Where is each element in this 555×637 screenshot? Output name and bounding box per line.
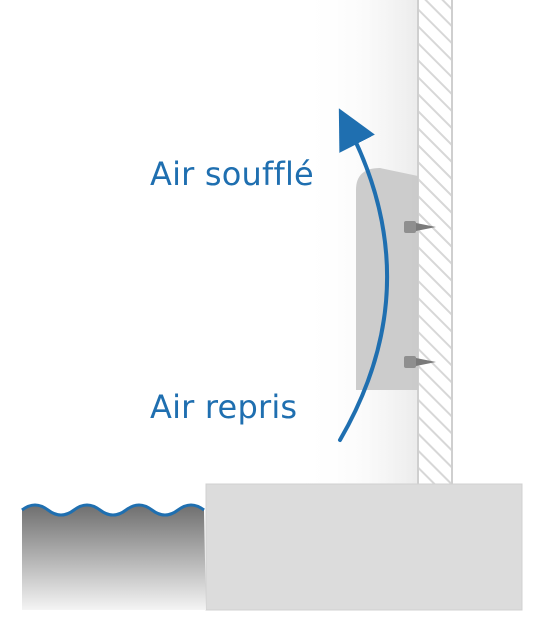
return-air-label: Air repris bbox=[150, 388, 298, 426]
screw-icon bbox=[404, 356, 436, 368]
pool-basin bbox=[21, 503, 206, 610]
wave-icon bbox=[21, 503, 205, 517]
floor-slab bbox=[205, 483, 523, 611]
screw-icon bbox=[404, 221, 436, 233]
curved-arrow-icon bbox=[338, 108, 390, 442]
blown-air-label: Air soufflé bbox=[150, 155, 314, 193]
hatched-wall bbox=[418, 0, 452, 485]
